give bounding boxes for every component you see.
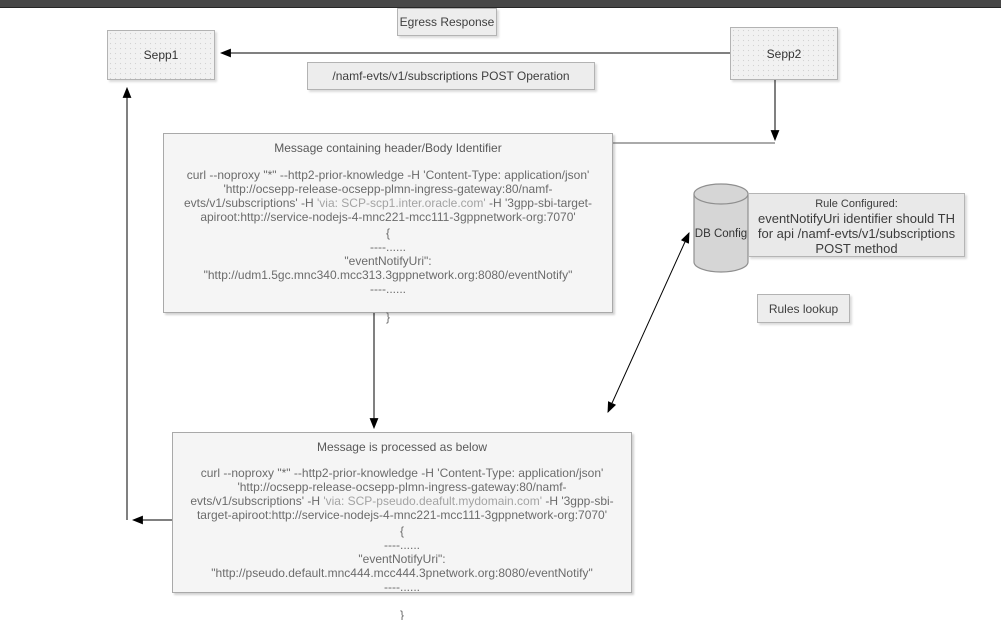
window-top-bar (0, 0, 1001, 8)
database-cylinder-icon (693, 183, 749, 273)
message-processed-title: Message is processed as below (316, 440, 488, 454)
sepp2-label: Sepp2 (766, 46, 802, 61)
post-operation-label: /namf-evts/v1/subscriptions POST Operati… (307, 62, 595, 90)
curl-2-post: -H '3gpp-sbi-target-apiroot:http://servi… (196, 494, 614, 522)
message-header-identifier-title: Message containing header/Body Identifie… (274, 141, 502, 155)
curl-1-post: -H '3gpp-sbi-target-apiroot:http://servi… (200, 196, 592, 224)
sepp2-node: Sepp2 (730, 27, 838, 80)
db-config-label: DB Config (694, 228, 748, 240)
egress-response-label: Egress Response (397, 8, 497, 36)
curl-command-2: curl --noproxy "*" --http2-prior-knowled… (185, 466, 619, 522)
egress-response-text: Egress Response (399, 15, 495, 29)
rule-configured-title: Rule Configured: (815, 198, 898, 210)
curl-command-1: curl --noproxy "*" --http2-prior-knowled… (176, 168, 600, 224)
sepp1-label: Sepp1 (143, 48, 179, 62)
rule-configured-box: Rule Configured: eventNotifyUri identifi… (748, 193, 965, 257)
arrow-msg2-db-bidirectional (607, 231, 690, 414)
curl-2-via: 'via: SCP-pseudo.deafult.mydomain.com' (323, 494, 543, 508)
curl-1-pre: curl --noproxy "*" --http2-prior-knowled… (183, 168, 590, 210)
json-payload-2: { ----...... "eventNotifyUri": "http://p… (211, 524, 593, 620)
post-operation-text: /namf-evts/v1/subscriptions POST Operati… (332, 69, 570, 83)
json-payload-1: { ----...... "eventNotifyUri": "http://u… (203, 226, 573, 324)
message-header-identifier-box: Message containing header/Body Identifie… (163, 133, 613, 324)
message-processed-box: Message is processed as below curl --nop… (172, 432, 632, 620)
curl-2-pre: curl --noproxy "*" --http2-prior-knowled… (190, 466, 604, 508)
sepp1-node: Sepp1 (107, 30, 215, 80)
rule-configured-body: eventNotifyUri identifier should TH for … (757, 211, 956, 256)
rules-lookup-text: Rules lookup (768, 301, 839, 316)
rules-lookup-label: Rules lookup (757, 294, 850, 323)
curl-1-via: 'via: SCP-scp1.inter.oracle.com' (317, 196, 486, 210)
db-config-cylinder: DB Config (693, 182, 749, 274)
